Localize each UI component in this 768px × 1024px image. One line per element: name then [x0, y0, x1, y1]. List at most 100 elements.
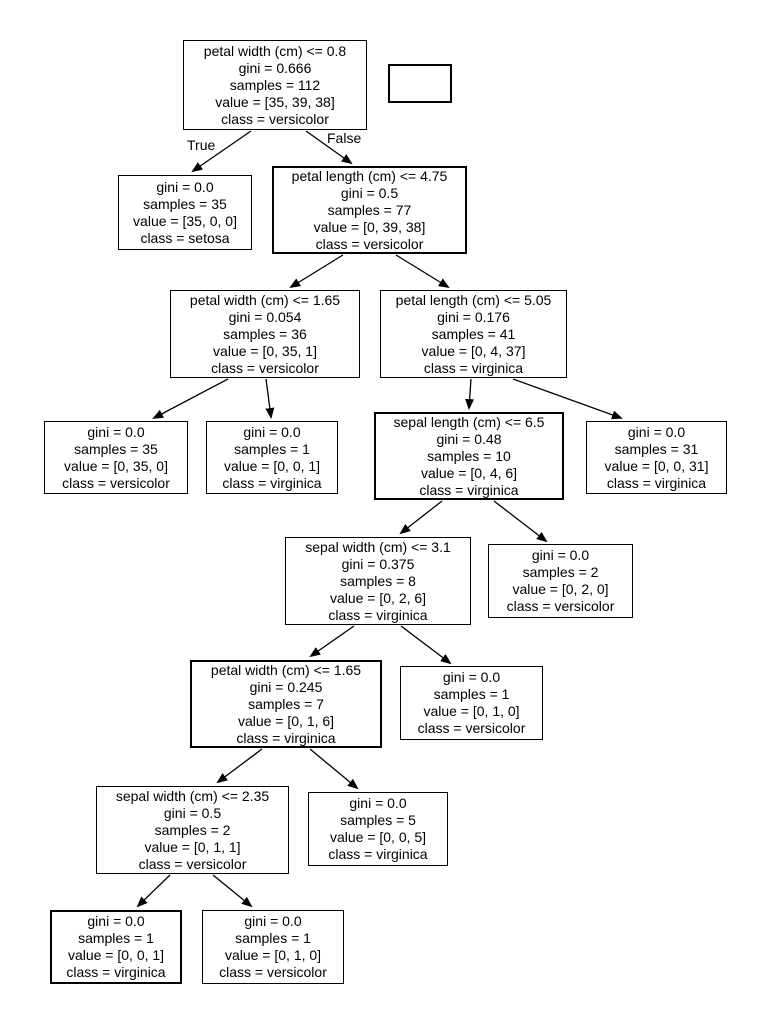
node-samples: samples = 35	[74, 440, 158, 457]
node-samples: samples = 1	[433, 686, 510, 702]
node-value: value = [0, 1, 6]	[237, 712, 335, 729]
node-gini: gini = 0.245	[249, 678, 323, 695]
node-gini: gini = 0.054	[228, 308, 302, 325]
node-samples: samples = 1	[235, 930, 311, 946]
empty-box	[388, 64, 452, 103]
node-samples: samples = 41	[431, 325, 516, 342]
node-class: class = versicolor	[315, 235, 424, 252]
edge-pw165b-sw235	[216, 748, 263, 784]
tree-node-petal-width-1-65-a: petal width (cm) <= 1.65 gini = 0.054 sa…	[170, 290, 360, 378]
node-value: value = [0, 4, 6]	[420, 464, 518, 481]
node-class: class = versicolor	[506, 598, 615, 614]
tree-node-sepal-length-6-5: sepal length (cm) <= 6.5 gini = 0.48 sam…	[374, 412, 564, 500]
node-value: value = [0, 2, 0]	[512, 581, 609, 597]
edge-pl475-pw165a	[289, 254, 344, 289]
tree-leaf-setosa: gini = 0.0 samples = 35 value = [35, 0, …	[118, 175, 252, 250]
node-condition: sepal width (cm) <= 3.1	[305, 538, 451, 555]
tree-leaf-virginica-31: gini = 0.0 samples = 31 value = [0, 0, 3…	[586, 421, 727, 494]
node-condition: petal length (cm) <= 4.75	[291, 167, 448, 184]
node-gini: gini = 0.0	[627, 423, 686, 440]
node-class: class = versicolor	[138, 855, 247, 872]
node-class: class = virginica	[236, 729, 336, 746]
node-value: value = [0, 35, 0]	[64, 457, 168, 474]
node-gini: gini = 0.0	[243, 423, 301, 440]
node-samples: samples = 2	[154, 821, 231, 838]
node-gini: gini = 0.666	[238, 59, 312, 76]
node-value: value = [0, 0, 1]	[67, 947, 165, 963]
node-samples: samples = 1	[78, 930, 154, 946]
node-condition: petal length (cm) <= 5.05	[395, 291, 552, 308]
node-value: value = [0, 4, 37]	[421, 342, 526, 359]
tree-leaf-versicolor-1a: gini = 0.0 samples = 1 value = [0, 1, 0]…	[400, 666, 543, 740]
node-gini: gini = 0.0	[156, 178, 214, 195]
node-samples: samples = 10	[427, 447, 511, 464]
tree-leaf-versicolor-1b: gini = 0.0 samples = 1 value = [0, 1, 0]…	[202, 910, 344, 984]
node-class: class = setosa	[140, 229, 230, 246]
tree-leaf-versicolor-35: gini = 0.0 samples = 35 value = [0, 35, …	[44, 421, 188, 494]
node-condition: petal width (cm) <= 1.65	[210, 661, 362, 678]
node-gini: gini = 0.0	[87, 913, 145, 929]
edge-sw31-versi1a	[400, 625, 452, 665]
edge-sl65-versi2	[493, 500, 548, 543]
edge-label-false: False	[327, 130, 362, 146]
node-samples: samples = 36	[223, 325, 307, 342]
node-value: value = [0, 35, 1]	[213, 342, 317, 359]
node-value: value = [0, 39, 38]	[313, 218, 426, 235]
node-value: value = [0, 1, 0]	[224, 947, 322, 963]
node-samples: samples = 7	[248, 695, 324, 712]
node-class: class = versicolor	[219, 964, 327, 980]
tree-leaf-virginica-5: gini = 0.0 samples = 5 value = [0, 0, 5]…	[308, 792, 448, 866]
node-gini: gini = 0.0	[442, 669, 501, 685]
node-class: class = virginica	[222, 474, 322, 491]
edge-sw235-virg1b	[136, 874, 171, 908]
node-class: class = versicolor	[417, 720, 526, 736]
tree-node-root: petal width (cm) <= 0.8 gini = 0.666 sam…	[183, 40, 367, 130]
tree-node-petal-width-1-65-b: petal width (cm) <= 1.65 gini = 0.245 sa…	[190, 660, 382, 748]
node-condition: petal width (cm) <= 1.65	[189, 291, 341, 308]
node-class: class = virginica	[328, 606, 428, 623]
node-value: value = [0, 0, 31]	[604, 457, 709, 474]
node-gini: gini = 0.375	[341, 555, 415, 572]
node-gini: gini = 0.0	[349, 795, 407, 811]
edge-pw165b-virg5	[309, 748, 359, 790]
node-samples: samples = 5	[340, 812, 416, 828]
node-samples: samples = 77	[327, 201, 412, 218]
node-gini: gini = 0.0	[87, 423, 145, 440]
tree-leaf-versicolor-2: gini = 0.0 samples = 2 value = [0, 2, 0]…	[488, 544, 633, 618]
node-class: class = versicolor	[62, 474, 170, 491]
node-value: value = [0, 0, 5]	[329, 829, 427, 845]
tree-node-petal-length-4-75: petal length (cm) <= 4.75 gini = 0.5 sam…	[272, 166, 467, 254]
node-class: class = virginica	[606, 474, 707, 491]
edge-sl65-sw31	[399, 500, 443, 535]
edge-label-true: True	[187, 137, 216, 153]
node-condition: sepal width (cm) <= 2.35	[115, 787, 270, 804]
node-value: value = [0, 0, 1]	[223, 457, 321, 474]
node-class: class = versicolor	[211, 359, 319, 376]
node-gini: gini = 0.0	[531, 547, 590, 563]
edge-sw235-versi1b	[212, 874, 253, 908]
node-samples: samples = 112	[229, 76, 321, 93]
edge-sw31-pw165b	[309, 625, 355, 658]
node-gini: gini = 0.176	[437, 308, 510, 325]
edge-pl475-pl505	[395, 254, 450, 289]
node-class: class = virginica	[423, 359, 524, 376]
node-gini: gini = 0.5	[163, 804, 222, 821]
edge-pw165a-virg1a	[265, 378, 275, 419]
node-gini: gini = 0.48	[436, 430, 502, 447]
node-samples: samples = 35	[143, 195, 227, 212]
node-samples: samples = 31	[614, 440, 699, 457]
node-class: class = virginica	[328, 846, 428, 862]
node-gini: gini = 0.0	[244, 913, 302, 929]
node-class: class = virginica	[419, 481, 519, 498]
tree-leaf-virginica-1a: gini = 0.0 samples = 1 value = [0, 0, 1]…	[206, 421, 338, 494]
node-value: value = [0, 1, 1]	[144, 838, 241, 855]
node-value: value = [35, 39, 38]	[215, 93, 335, 110]
node-samples: samples = 2	[522, 564, 599, 580]
node-value: value = [35, 0, 0]	[133, 212, 237, 229]
edge-pw165a-versi35	[152, 378, 229, 419]
edge-pl505-sl65	[465, 378, 475, 410]
tree-node-petal-length-5-05: petal length (cm) <= 5.05 gini = 0.176 s…	[380, 290, 567, 378]
node-gini: gini = 0.5	[340, 184, 399, 201]
node-value: value = [0, 2, 6]	[329, 589, 427, 606]
